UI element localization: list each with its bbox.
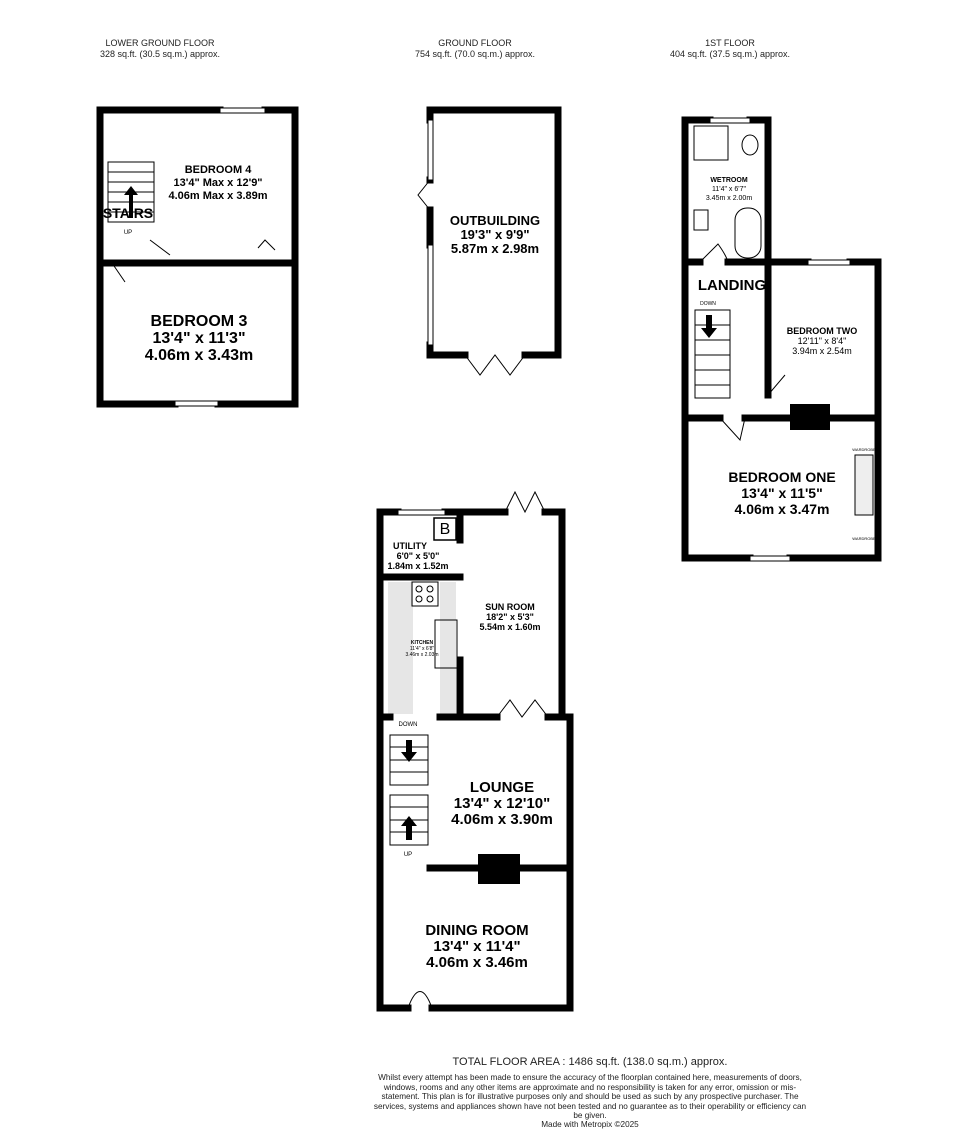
window — [749, 555, 791, 562]
room-name: KITCHEN — [411, 640, 434, 646]
ground-floor-walls — [376, 508, 574, 1012]
room-dimensions-metric: 4.06m x 3.90m — [451, 811, 553, 828]
room-dimensions-metric: 4.06m x 3.46m — [426, 954, 528, 971]
shower — [693, 125, 729, 161]
down-label: DOWN — [399, 722, 418, 728]
down-label: DOWN — [700, 301, 716, 307]
stairs-up — [389, 794, 429, 846]
ground-internal-walls — [376, 508, 574, 721]
french-doors — [464, 354, 526, 376]
down-arrow-icon — [701, 315, 717, 338]
floor-name: 1ST FLOOR — [705, 38, 755, 48]
room-dimensions-imperial: 13'4" Max x 12'9" — [173, 177, 262, 189]
stairs-label: STAIRS — [103, 205, 153, 221]
room-dimensions-metric: 4.06m x 3.43m — [145, 347, 254, 364]
worktop — [388, 582, 413, 714]
up-label: UP — [404, 852, 412, 858]
window — [219, 107, 266, 114]
room-dimensions-imperial: 13'4" x 11'4" — [433, 938, 520, 955]
room-name: BEDROOM 3 — [151, 313, 248, 330]
room-dimensions-metric: 3.46m x 2.03m — [405, 652, 438, 658]
room-dimensions-imperial: 6'0" x 5'0" — [397, 551, 440, 561]
window — [709, 117, 751, 124]
toilet — [741, 134, 759, 156]
window — [807, 259, 851, 266]
room-name: BEDROOM ONE — [728, 469, 835, 485]
lower-ground-walls — [96, 106, 299, 408]
first-internal-walls — [681, 258, 882, 422]
chimney-breast — [478, 854, 520, 884]
worktop — [440, 582, 456, 714]
floor-name: LOWER GROUND FLOOR — [105, 38, 215, 48]
down-arrow-icon — [401, 740, 417, 762]
disclaimer: Whilst every attempt has been made to en… — [373, 1073, 807, 1120]
sink — [434, 619, 458, 669]
window — [397, 509, 446, 516]
room-dimensions-imperial: 13'4" x 12'10" — [454, 795, 550, 812]
lower-ground-floor-header: LOWER GROUND FLOOR 328 sq.ft. (30.5 sq.m… — [60, 38, 260, 60]
room-name: OUTBUILDING — [450, 213, 540, 228]
door — [111, 239, 276, 283]
room-name: BEDROOM 4 — [185, 164, 253, 176]
boiler — [433, 517, 457, 541]
floor-area: 404 sq.ft. (37.5 sq.m.) approx. — [669, 49, 791, 59]
stairs — [694, 309, 731, 399]
room-dimensions-imperial: 13'4" x 11'5" — [741, 485, 822, 501]
up-arrow-icon — [401, 816, 417, 840]
room-dimensions-metric: 3.94m x 2.54m — [792, 346, 852, 356]
front-door — [407, 991, 433, 1009]
room-name: BEDROOM TWO — [787, 326, 858, 336]
floor-area: 328 sq.ft. (30.5 sq.m.) approx. — [99, 49, 221, 59]
door — [699, 243, 729, 263]
room-dimensions-metric: 3.45m x 2.00m — [706, 195, 752, 202]
door — [417, 179, 431, 211]
room-dimensions-imperial: 18'2" x 5'3" — [486, 612, 534, 622]
total-floor-area: TOTAL FLOOR AREA : 1486 sq.ft. (138.0 sq… — [452, 1056, 728, 1068]
room-dimensions-imperial: 11'4" x 6'8" — [410, 646, 434, 652]
wardrobe-label: WARDROBE — [852, 536, 876, 541]
room-name: LOUNGE — [470, 779, 534, 796]
made-with-credit: Made with Metropix ©2025 — [541, 1120, 639, 1129]
room-dimensions-metric: 5.87m x 2.98m — [451, 241, 539, 256]
room-name: DINING ROOM — [425, 922, 528, 939]
ground-floor-header: GROUND FLOOR 754 sq.ft. (70.0 sq.m.) app… — [375, 38, 575, 60]
basin — [693, 209, 709, 231]
first-floor-walls — [681, 116, 882, 562]
room-dimensions-metric: 1.84m x 1.52m — [387, 561, 448, 571]
room-name: LANDING — [698, 277, 766, 294]
french-doors — [496, 699, 549, 718]
room-name: UTILITY — [393, 541, 427, 551]
wardrobe — [854, 454, 874, 516]
floor-name: GROUND FLOOR — [438, 38, 512, 48]
wardrobe-label: WARDROBE — [852, 447, 876, 452]
room-dimensions-metric: 4.06m Max x 3.89m — [168, 190, 267, 202]
up-arrow-icon — [124, 186, 138, 218]
window — [427, 119, 434, 181]
room-dimensions-metric: 4.06m x 3.47m — [735, 501, 830, 517]
room-dimensions-imperial: 12'11" x 8'4" — [798, 336, 847, 346]
room-dimensions-imperial: 13'4" x 11'3" — [152, 330, 245, 347]
hob — [411, 581, 439, 607]
room-name: WETROOM — [710, 177, 747, 184]
window — [427, 244, 434, 346]
french-doors — [504, 490, 546, 514]
up-label: UP — [124, 230, 132, 236]
first-floor-header: 1ST FLOOR 404 sq.ft. (37.5 sq.m.) approx… — [630, 38, 830, 60]
bath — [734, 207, 762, 259]
floor-area: 754 sq.ft. (70.0 sq.m.) approx. — [414, 49, 536, 59]
outbuilding-walls — [426, 106, 562, 359]
boiler-label: B — [440, 521, 451, 538]
chimney-breast — [790, 404, 830, 430]
room-dimensions-imperial: 11'4" x 6'7" — [712, 186, 746, 193]
door — [719, 374, 786, 442]
room-name: SUN ROOM — [485, 602, 535, 612]
window — [174, 400, 219, 407]
room-dimensions-metric: 5.54m x 1.60m — [479, 622, 540, 632]
room-dimensions-imperial: 19'3" x 9'9" — [460, 227, 529, 242]
